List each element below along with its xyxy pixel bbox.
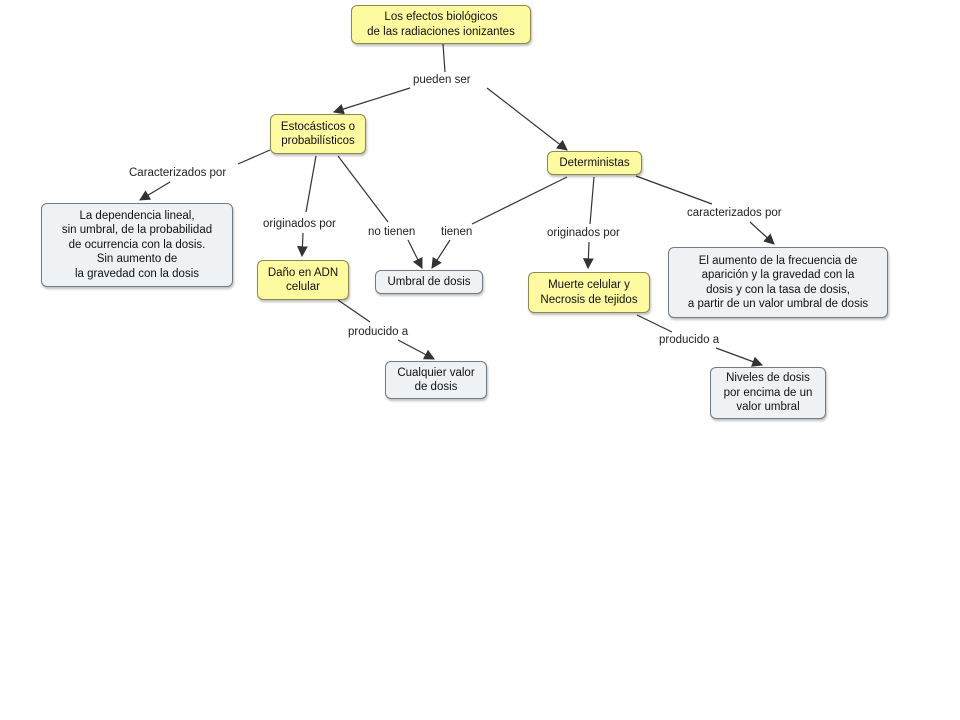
edge-pueden-ser-to-estocasticos bbox=[332, 87, 411, 115]
edge-estocasticos-to-originados bbox=[305, 155, 317, 213]
link-no-tienen: no tienen bbox=[366, 225, 418, 239]
link-originados-por-2: originados por bbox=[545, 226, 622, 240]
edge-estocasticos-to-no-tienen bbox=[337, 155, 389, 223]
edge-tienen-to-umbral bbox=[431, 239, 451, 269]
node-cualquier-valor: Cualquier valor de dosis bbox=[385, 361, 487, 399]
node-umbral-de-dosis: Umbral de dosis bbox=[375, 270, 483, 294]
edge-dano-adn-to-producido bbox=[337, 299, 371, 323]
edge-caracterizados-to-dependencia bbox=[139, 181, 171, 201]
edge-producido-to-cualquier bbox=[397, 339, 435, 360]
edge-caracterizados-2-to-aumento bbox=[749, 221, 775, 245]
edge-deterministas-to-tienen bbox=[471, 176, 568, 225]
link-caracterizados-por-2: caracterizados por bbox=[685, 206, 784, 220]
link-originados-por: originados por bbox=[261, 217, 338, 231]
node-dano-adn: Daño en ADN celular bbox=[257, 260, 349, 300]
node-muerte-celular: Muerte celular y Necrosis de tejidos bbox=[528, 272, 650, 313]
node-dependencia-lineal: La dependencia lineal, sin umbral, de la… bbox=[41, 203, 233, 287]
edge-deterministas-to-originados-2 bbox=[589, 176, 595, 225]
edge-deterministas-to-caracterizados-2 bbox=[635, 175, 713, 205]
link-pueden-ser: pueden ser bbox=[411, 73, 473, 87]
link-tienen: tienen bbox=[439, 225, 475, 239]
node-efectos-biologicos: Los efectos biológicos de las radiacione… bbox=[351, 5, 531, 44]
link-producido-a: producido a bbox=[346, 325, 411, 339]
edge-root-to-pueden-ser bbox=[442, 43, 446, 73]
edge-producido-2-to-niveles bbox=[715, 347, 764, 367]
node-niveles-de-dosis: Niveles de dosis por encima de un valor … bbox=[710, 367, 826, 419]
node-deterministas: Deterministas bbox=[547, 151, 642, 175]
edge-muerte-to-producido-2 bbox=[636, 314, 673, 333]
edge-pueden-ser-to-deterministas bbox=[486, 87, 568, 151]
link-producido-a-2: producido a bbox=[657, 333, 722, 347]
edge-originados-to-dano-adn bbox=[297, 232, 308, 258]
node-aumento-frecuencia: El aumento de la frecuencia de aparición… bbox=[668, 247, 888, 318]
edge-estocasticos-to-caracterizados bbox=[237, 149, 271, 165]
node-estocasticos: Estocásticos o probabilísticos bbox=[270, 114, 366, 154]
link-caracterizados-por: Caracterizados por bbox=[127, 166, 229, 180]
edge-originados-2-to-muerte bbox=[582, 241, 594, 270]
edge-no-tienen-to-umbral bbox=[407, 239, 423, 269]
